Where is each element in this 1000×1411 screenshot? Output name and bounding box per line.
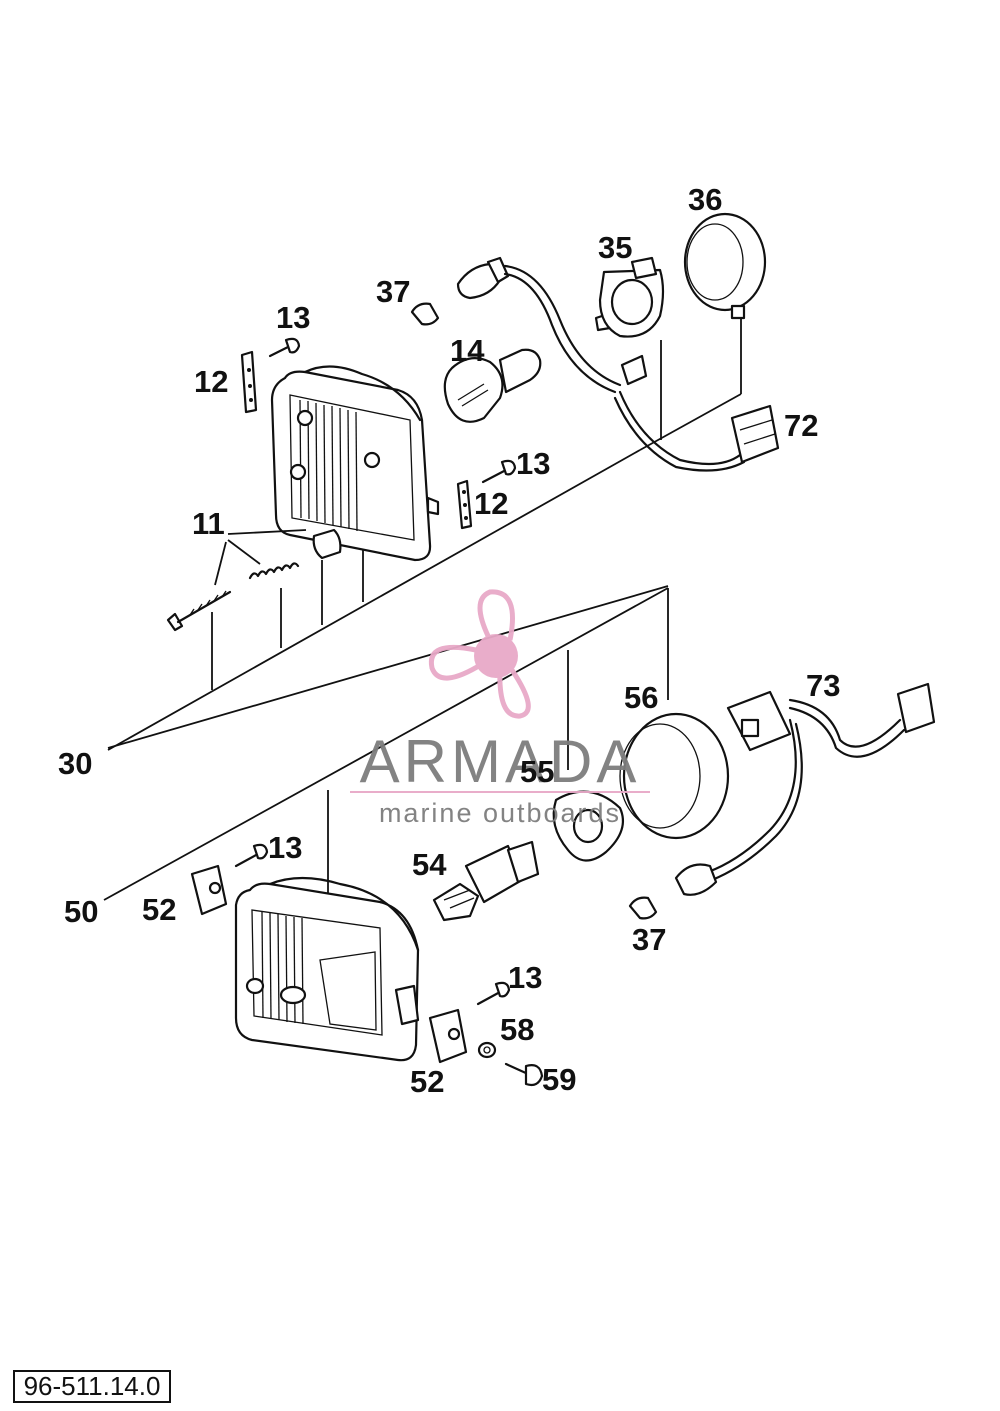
screw-upper-b [481,459,517,484]
label-13-upper-b: 13 [516,446,550,481]
clip-upper-right [456,479,473,530]
headlight-bulb-14 [443,348,542,423]
connector-72 [730,404,780,464]
socket-73 [674,682,936,896]
rubber-cap-36 [683,212,767,320]
adjusting-screw-long [166,590,232,632]
label-13-lower-b: 13 [508,960,542,995]
watermark-tagline: marine outboards [379,798,621,828]
label-59: 59 [542,1062,576,1097]
screw-upper-a [268,337,301,358]
label-52-left: 52 [142,892,176,927]
lower-headlight-assembly [103,585,936,1087]
label-58: 58 [500,1012,534,1047]
retaining-ring-55 [552,790,624,862]
bolt-59 [504,1062,544,1087]
bulb-holder-ring-35 [598,256,665,338]
watermark-brand: ARMADA [360,728,641,795]
label-30: 30 [58,746,92,781]
label-14: 14 [450,333,485,368]
parking-bulb-lower [628,896,658,920]
label-36: 36 [688,182,722,217]
armada-watermark: ARMADA marine outboards [350,589,650,828]
label-13-upper-a: 13 [276,300,310,335]
label-52-right: 52 [410,1064,444,1099]
label-72: 72 [784,408,818,443]
part-labels: 36 35 37 13 14 12 72 13 12 11 73 56 30 5… [58,182,840,1099]
label-11: 11 [192,506,225,541]
label-55: 55 [520,754,554,789]
upper-headlight-housing [270,365,440,562]
label-12-upper-a: 12 [194,364,228,399]
rubber-cap-56 [619,712,730,840]
upper-headlight-assembly [107,212,780,751]
label-35: 35 [598,230,632,265]
label-50: 50 [64,894,98,929]
label-73: 73 [806,668,840,703]
diagram-reference-number: 96-511.14.0 [13,1370,171,1403]
parking-bulb-upper [410,302,440,326]
clip-upper-left [240,350,258,414]
adjusting-spring [248,562,300,580]
screw-lower-a [234,843,269,868]
label-13-lower-a: 13 [268,830,302,865]
screw-lower-b [476,981,511,1006]
label-56: 56 [624,680,658,715]
propeller-hub-icon [474,634,518,678]
bracket-52-left [190,864,228,916]
adjusting-sleeve [312,528,342,560]
propeller-icon [428,589,531,719]
lower-headlight-housing [234,876,420,1062]
h4-bulb-54 [432,840,540,922]
bracket-52-right [428,1008,468,1064]
label-12-upper-b: 12 [474,486,508,521]
washer-58 [477,1041,497,1059]
bulb-socket-cable-upper [456,256,746,472]
label-37-upper: 37 [376,274,410,309]
label-54: 54 [412,847,447,882]
label-37-lower: 37 [632,922,666,957]
